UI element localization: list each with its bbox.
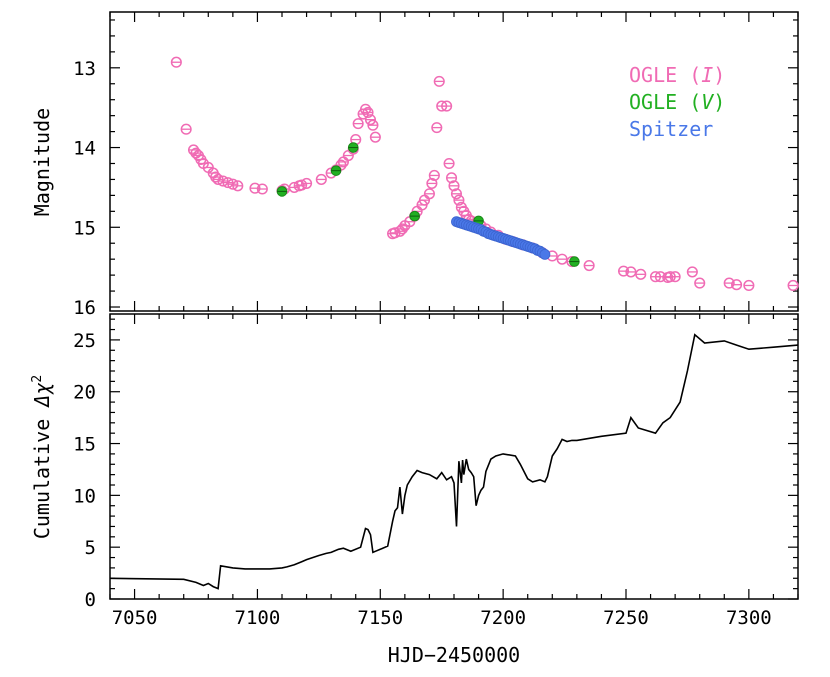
ogle-i-point — [362, 106, 374, 119]
legend-entry: OGLE (I) — [629, 63, 725, 87]
x-tick-label: 7250 — [603, 607, 649, 629]
legend: OGLE (I) OGLE (V) Spitzer — [629, 63, 725, 141]
ogle-i-point — [443, 157, 455, 170]
ogle-i-point — [649, 271, 662, 283]
ogle-i-point — [249, 182, 261, 194]
y-tick-label: 0 — [85, 589, 96, 611]
y-tick-label: 16 — [73, 297, 96, 319]
y-tick-label: 5 — [85, 537, 96, 559]
ogle-i-point — [315, 173, 327, 185]
magnitude-data-points — [170, 56, 799, 292]
cumulative-chi2-panel: 7050 7100 7150 7200 7250 7300 0 5 10 15 20 25 Cumul… — [30, 313, 799, 667]
ogle-i-point — [664, 271, 676, 283]
ogle-i-point — [369, 131, 381, 143]
ogle-i-point — [423, 188, 435, 200]
ogle-i-point — [617, 265, 630, 277]
ogle-i-point — [694, 277, 706, 289]
magnitude-axis-label: Magnitude — [30, 108, 54, 216]
magnitude-panel: 13 14 15 16 Magnitude OGLE (I) OGLE (V) Spitz… — [30, 11, 799, 319]
ogle-i-point — [441, 100, 453, 112]
ogle-i-point — [364, 114, 377, 126]
ogle-i-point — [669, 271, 681, 283]
spitzer-point — [539, 248, 551, 260]
ogle-i-point — [453, 194, 465, 206]
y-tick-label: 15 — [73, 217, 96, 239]
ogle-i-point — [625, 266, 637, 278]
x-tick-label: 7150 — [357, 607, 403, 629]
ogle-i-point — [787, 279, 799, 292]
ogle-i-point — [450, 188, 463, 200]
ogle-i-point — [359, 103, 372, 115]
ogle-i-point — [288, 181, 300, 193]
y-tick-label: 15 — [73, 434, 96, 456]
y-tick-label: 10 — [73, 485, 96, 507]
cumulative-axis-label-main: Cumulative — [30, 419, 54, 539]
ogle-i-point — [426, 177, 438, 189]
ogle-i-point — [436, 100, 448, 112]
legend-entry: Spitzer — [629, 117, 713, 141]
ogle-i-point — [180, 123, 192, 135]
y-tick-label: 25 — [73, 330, 96, 352]
x-tick-label: 7100 — [235, 607, 281, 629]
ogle-i-point — [396, 223, 408, 235]
ogle-i-point — [583, 260, 595, 272]
ogle-i-point — [723, 277, 735, 289]
ogle-i-point — [686, 266, 698, 278]
ogle-i-point — [635, 268, 647, 280]
ogle-i-point — [431, 122, 443, 134]
x-tick-label: 7200 — [480, 607, 526, 629]
x-tick-label: 7300 — [726, 607, 772, 629]
ogle-i-point — [731, 279, 743, 291]
y-tick-label: 14 — [73, 138, 96, 160]
cumulative-panel-ticks: 7050 7100 7150 7200 7250 7300 0 5 10 15 20 25 — [73, 314, 799, 629]
ogle-i-point — [448, 180, 460, 192]
ogle-i-point — [367, 119, 379, 131]
magnitude-panel-ticks: 13 14 15 16 — [73, 12, 799, 319]
ogle-i-point — [222, 177, 234, 189]
cumulative-panel-frame — [109, 313, 799, 600]
x-tick-label: 7050 — [112, 607, 158, 629]
ogle-i-point — [428, 169, 440, 182]
ogle-i-point — [232, 180, 244, 192]
ogle-i-point — [227, 178, 239, 190]
cumulative-chi2-line — [109, 333, 799, 590]
ogle-i-point — [170, 56, 182, 68]
ogle-i-point — [296, 179, 308, 191]
legend-entry: OGLE (V) — [629, 90, 725, 114]
cumulative-axis-label: Cumulative Δχ2 — [30, 375, 54, 539]
ogle-i-point — [301, 177, 313, 189]
ogle-i-point — [445, 172, 458, 184]
y-tick-label: 20 — [73, 382, 96, 404]
ogle-i-point — [217, 175, 229, 187]
ogle-i-point — [212, 173, 224, 185]
x-axis-label: HJD−2450000 — [388, 643, 520, 667]
ogle-i-point — [256, 183, 268, 195]
ogle-i-point — [556, 253, 568, 265]
y-tick-label: 13 — [73, 58, 96, 80]
cumulative-axis-label-sup: 2 — [30, 375, 45, 383]
ogle-i-point — [352, 118, 364, 130]
ogle-i-point — [743, 279, 755, 292]
cumulative-axis-label-symbol: Δχ — [30, 382, 54, 409]
ogle-i-point — [433, 75, 445, 87]
